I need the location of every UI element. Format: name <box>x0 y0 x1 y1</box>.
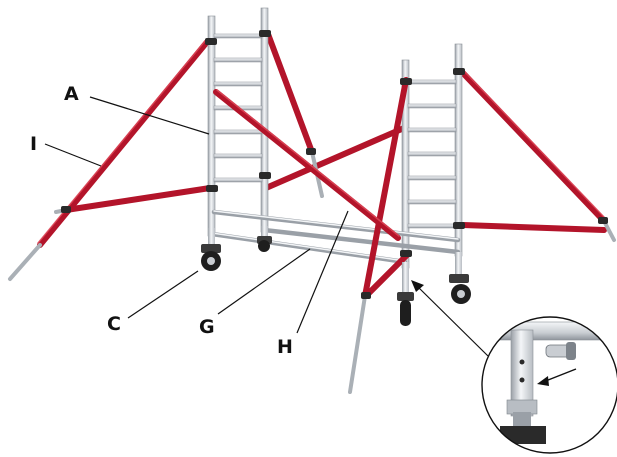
rung <box>407 127 457 133</box>
rung <box>213 81 263 87</box>
castor-leg <box>261 226 268 238</box>
outrigger-right-upper-hl <box>462 69 606 219</box>
inset-detail <box>481 316 617 454</box>
red-braces-front-highlight <box>216 89 400 237</box>
castor-rear-right <box>449 252 471 304</box>
base-tubes <box>209 209 461 265</box>
red-braces-back <box>37 31 607 248</box>
inset-pin-hole <box>519 377 525 383</box>
inset-clamp-bolt <box>566 342 576 360</box>
inset-arrow-shaft <box>542 368 577 383</box>
base-tube-top <box>211 209 461 243</box>
label-a: A <box>64 83 79 105</box>
clamp <box>306 148 316 155</box>
clamp <box>361 292 371 299</box>
outrigger-right-lower <box>460 222 607 233</box>
rung <box>213 57 263 63</box>
label-i: I <box>30 133 37 155</box>
base-tube-top-hl <box>213 210 459 240</box>
rung <box>213 177 263 183</box>
clamp <box>206 185 218 192</box>
leader-a <box>89 96 210 135</box>
castor-wheel <box>400 300 411 326</box>
castor-leg <box>455 252 462 276</box>
inset-pointer-line <box>415 284 489 357</box>
outrigger-right-upper <box>459 69 607 224</box>
red-braces-front <box>213 77 411 299</box>
leader-g <box>217 248 311 315</box>
stabilizer-right-tip <box>348 294 367 394</box>
leader-h <box>296 210 349 334</box>
leader-c <box>127 270 199 319</box>
outrigger-left-lower <box>63 185 213 213</box>
castor-wheel <box>258 240 270 252</box>
rung <box>407 199 457 205</box>
clamp <box>259 30 271 37</box>
frame-right <box>401 43 463 269</box>
castor-fork <box>449 274 469 283</box>
clamp <box>259 172 271 179</box>
clamp <box>453 222 465 229</box>
clamp <box>61 206 71 213</box>
inset-clamp <box>545 342 576 360</box>
castor-hub <box>457 290 465 298</box>
rung <box>213 33 263 39</box>
horizontal-brace-rear <box>263 125 407 191</box>
castor-fork <box>201 244 221 253</box>
stabilizer-right-front <box>362 77 409 299</box>
inset-arrow-head <box>537 376 549 386</box>
inset-border <box>481 316 617 454</box>
frame-left-stile-1 <box>207 15 216 237</box>
label-g: G <box>199 316 215 338</box>
stabilizer-left-rear <box>265 31 315 155</box>
outrigger-left-upper <box>37 39 210 248</box>
outrigger-left-tip <box>8 243 42 281</box>
frame-right-rungs <box>407 79 457 229</box>
inset-collar <box>506 399 538 415</box>
clamps <box>61 30 608 299</box>
inset-pin-hole <box>519 359 525 365</box>
castor-fork <box>397 292 414 301</box>
inset-thread <box>513 412 531 426</box>
rung <box>407 151 457 157</box>
clamp <box>205 38 217 45</box>
diagonal-brace-h <box>213 89 401 241</box>
base-tube-rear <box>261 227 461 255</box>
leader-lines <box>44 96 349 334</box>
rung <box>407 175 457 181</box>
inset-baseplate <box>500 426 546 444</box>
rung <box>213 153 263 159</box>
clamp <box>400 78 412 85</box>
inset-pointer-head <box>411 280 424 292</box>
label-c: C <box>107 313 121 335</box>
rung <box>407 79 457 85</box>
rung <box>213 129 263 135</box>
outrigger-right-tip <box>602 219 616 242</box>
stabilizer-right-lower <box>363 251 411 299</box>
castor-front-right <box>397 262 414 326</box>
clamp <box>453 68 465 75</box>
rung <box>407 223 457 229</box>
rung <box>407 103 457 109</box>
castor-leg <box>208 228 215 246</box>
diagonal-brace-h-hl <box>216 89 400 237</box>
clamp <box>598 217 608 224</box>
castor-rear-left <box>257 226 272 252</box>
castor-leg <box>402 262 409 292</box>
frame-left-stile-2 <box>260 7 269 233</box>
label-h: H <box>277 336 293 358</box>
clamp <box>400 250 412 257</box>
castor-front-left <box>201 228 221 271</box>
leader-i <box>44 143 102 167</box>
castor-hub <box>207 257 215 265</box>
